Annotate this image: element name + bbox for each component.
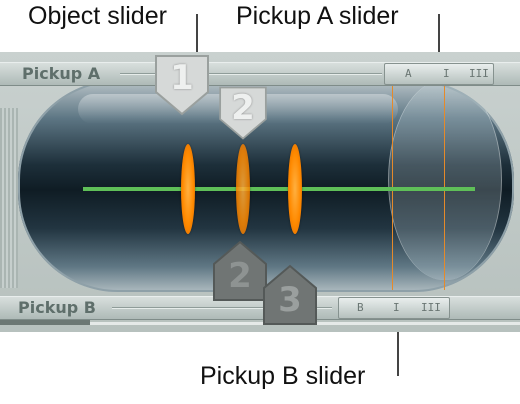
pentagon-handle-icon [155, 55, 209, 116]
object-1-disc-icon[interactable] [181, 144, 195, 234]
object-3-handle-bottom[interactable]: 3 [260, 262, 320, 328]
pickup-zone-glass [388, 80, 502, 280]
pickup-b-rule [112, 307, 332, 308]
object-1-handle-top-number: 1 [170, 58, 194, 98]
object-2-handle-bottom-number: 2 [228, 256, 252, 296]
pickup-a-slider-callout: Pickup A slider [236, 2, 399, 30]
pickup-a-mid-mark: I [443, 67, 450, 80]
pickup-b-mid-mark: I [393, 301, 400, 314]
pickup-b-slider-leader [397, 320, 399, 376]
pickup-a-rule [120, 73, 382, 74]
pickup-b-bar: Pickup B B I III [0, 296, 520, 320]
pentagon-handle-icon [219, 86, 267, 140]
object-1-handle-top[interactable]: 1 [152, 52, 212, 118]
pickup-a-bar: Pickup A A I III [0, 62, 520, 86]
object-2-handle-top[interactable]: 2 [214, 84, 272, 142]
pickup-a-range-slider[interactable]: A I III [384, 63, 494, 85]
pickup-b-slider-callout: Pickup B slider [200, 362, 366, 390]
pickup-b-label: Pickup B [18, 298, 96, 317]
object-2-handle-top-number: 2 [231, 88, 255, 128]
pickup-a-left-mark: A [405, 67, 412, 80]
pickup-a-label: Pickup A [22, 64, 101, 83]
object-slider-callout: Object slider [28, 2, 167, 30]
bottom-dark-band [0, 320, 90, 325]
string-line [83, 187, 475, 191]
pickup-a-right-mark: III [469, 67, 489, 80]
pickup-b-range-slider[interactable]: B I III [338, 297, 450, 319]
object-2-handle-bottom[interactable]: 2 [210, 238, 270, 304]
pickup-b-left-mark: B [357, 301, 364, 314]
object-3-disc-icon[interactable] [288, 144, 302, 234]
object-2-disc-icon[interactable] [236, 144, 250, 234]
object-slider-leader [196, 14, 198, 54]
string-tube [18, 80, 514, 292]
pickup-a-slider-leader [438, 14, 440, 64]
pickup-b-right-mark: III [421, 301, 441, 314]
object-3-handle-bottom-number: 3 [278, 280, 302, 320]
pentagon-handle-icon [263, 264, 317, 325]
pickup-b-rule-light [112, 308, 332, 309]
pickup-a-rule-light [120, 74, 382, 75]
left-rail [0, 108, 18, 288]
pentagon-handle-icon [213, 240, 267, 301]
